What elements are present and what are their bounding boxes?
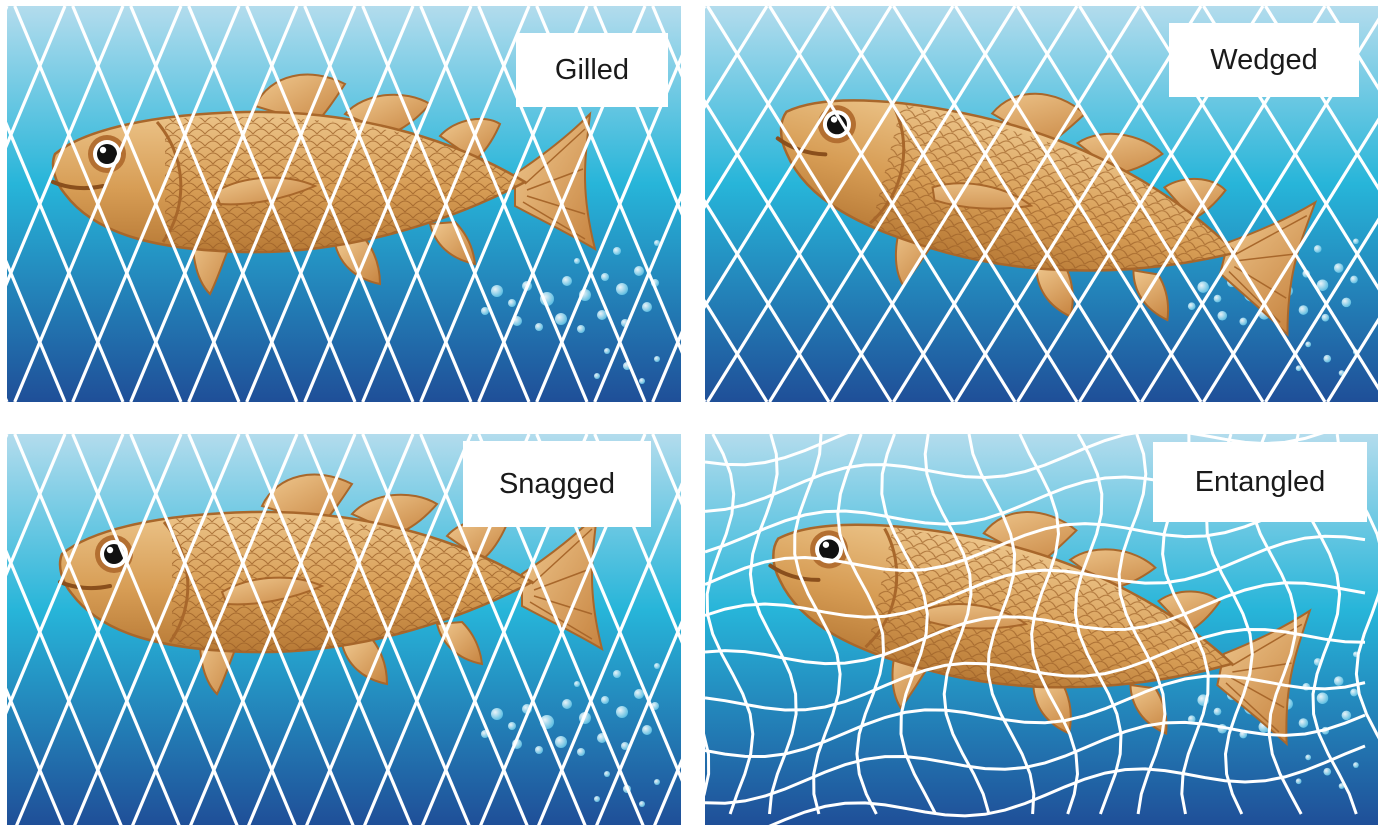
- panel-gilled: Gilled: [7, 6, 681, 402]
- panel-snagged: Snagged: [7, 434, 681, 825]
- label-wedged: Wedged: [1169, 23, 1359, 97]
- label-gilled: Gilled: [516, 33, 668, 107]
- panel-wedged: Wedged: [705, 6, 1378, 402]
- panel-entangled: Entangled: [705, 434, 1378, 825]
- label-entangled: Entangled: [1153, 442, 1367, 522]
- label-snagged: Snagged: [463, 441, 651, 527]
